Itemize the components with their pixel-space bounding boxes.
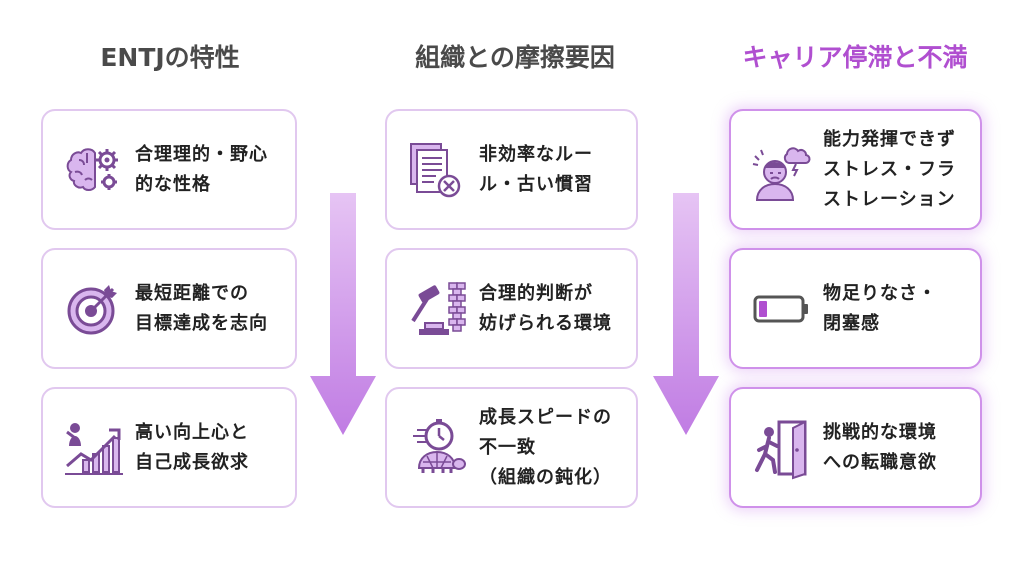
down-arrow-2 (651, 193, 721, 438)
card-text: 最短距離での目標達成を志向 (135, 282, 268, 334)
low-battery-icon (749, 277, 813, 341)
card-text: 成長スピードの不一致（組織の鈍化） (479, 406, 612, 488)
card-text: 物足りなさ・閉塞感 (823, 282, 937, 334)
card-text: 合理的判断が妨げられる環境 (479, 282, 612, 334)
documents-x-icon (405, 138, 469, 202)
card-shortest-path-goal: 最短距離での目標達成を志向 (41, 248, 297, 369)
card-inefficient-rules: 非効率なルール・古い慣習 (385, 109, 638, 230)
card-text: 非効率なルール・古い慣習 (479, 143, 593, 195)
card-job-change-desire: 挑戦的な環境への転職意欲 (729, 387, 982, 508)
column-title-friction-factors: 組織との摩擦要因 (415, 43, 615, 72)
card-growth-desire: 高い向上心と自己成長欲求 (41, 387, 297, 508)
exit-door-person-icon (749, 416, 813, 480)
gavel-wall-icon (405, 277, 469, 341)
card-stress-frustration: 能力発揮できずストレス・フラストレーション (729, 109, 982, 230)
card-text: 能力発揮できずストレス・フラストレーション (823, 128, 956, 210)
column-title-entj-traits: ENTJの特性 (100, 43, 240, 72)
card-text: 合理理的・野心的な性格 (135, 143, 268, 195)
card-rational-judgment-blocked: 合理的判断が妨げられる環境 (385, 248, 638, 369)
card-dissatisfaction: 物足りなさ・閉塞感 (729, 248, 982, 369)
stressed-person-cloud-icon (749, 138, 813, 202)
target-dart-icon (61, 277, 125, 341)
card-text: 挑戦的な環境への転職意欲 (823, 421, 937, 473)
card-growth-speed-mismatch: 成長スピードの不一致（組織の鈍化） (385, 387, 638, 508)
card-rational-ambitious: 合理理的・野心的な性格 (41, 109, 297, 230)
column-title-career-stagnation: キャリア停滞と不満 (742, 43, 968, 72)
growth-chart-person-icon (61, 416, 125, 480)
brain-gears-icon (61, 138, 125, 202)
card-text: 高い向上心と自己成長欲求 (135, 421, 249, 473)
stopwatch-turtle-icon (405, 416, 469, 480)
down-arrow-1 (308, 193, 378, 438)
